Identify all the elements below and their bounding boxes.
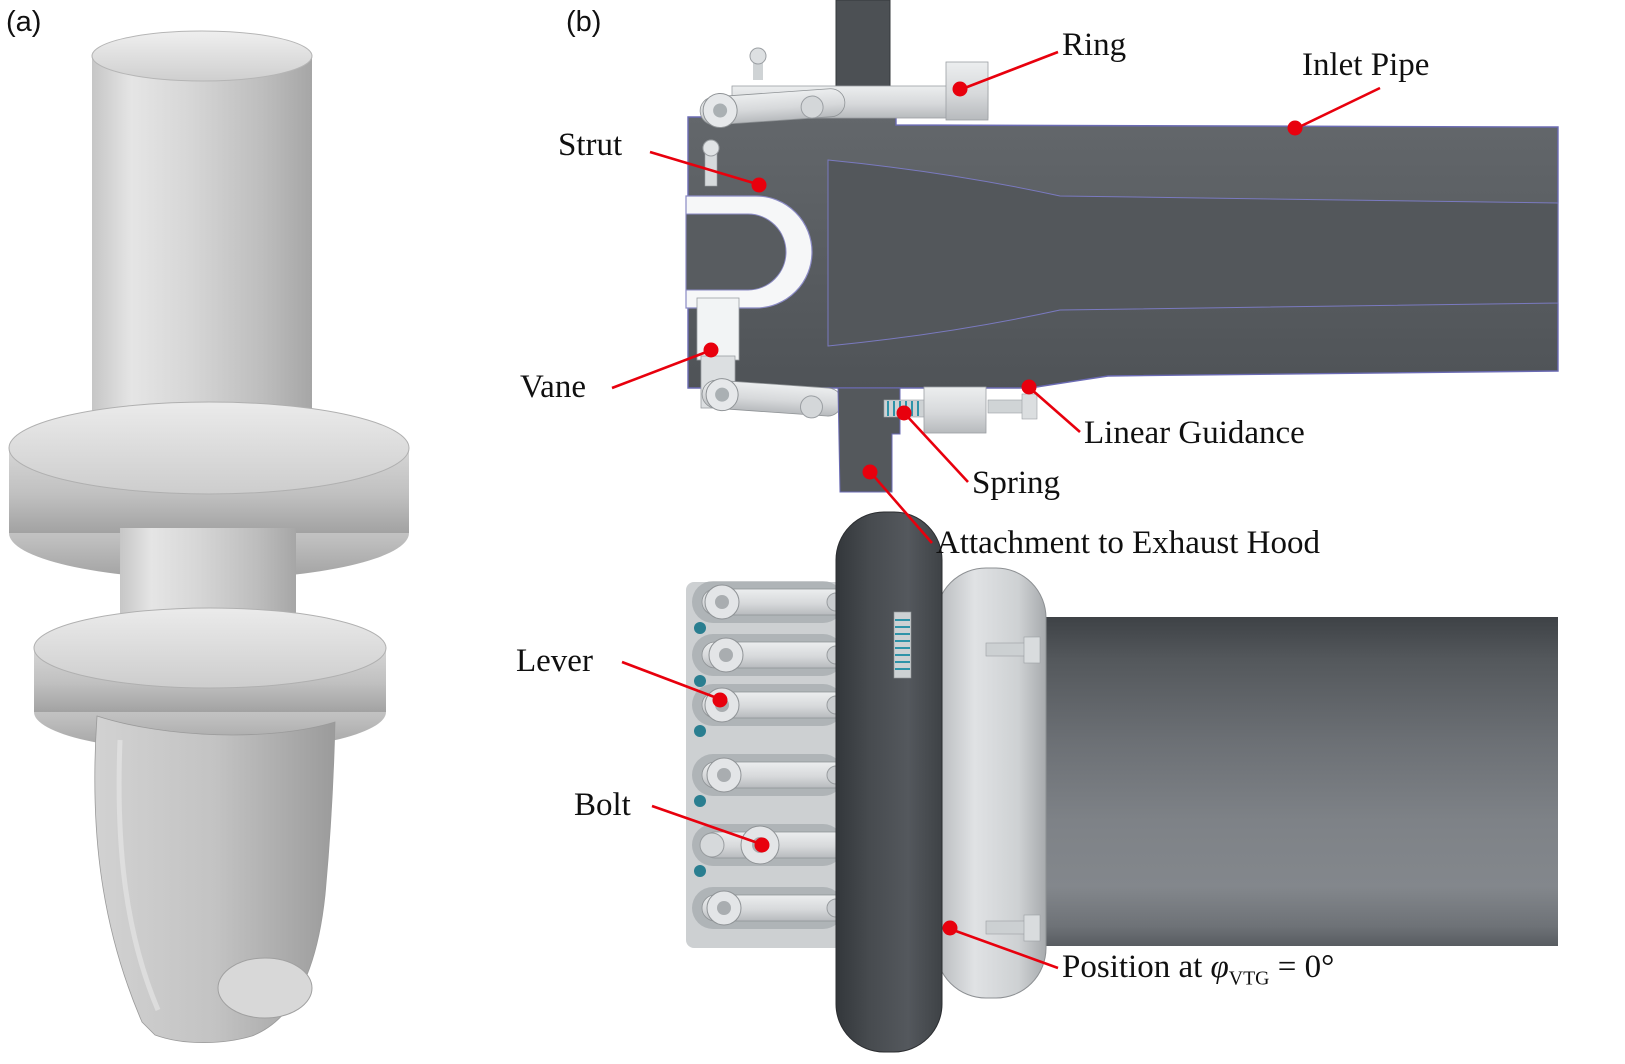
upper-screw-head (749, 47, 767, 65)
leader-lines (611, 50, 1381, 970)
phi-symbol: φ (1210, 949, 1229, 985)
linear-guidance-block (923, 386, 987, 434)
panel-b-external-view (686, 511, 1558, 1053)
upper-lever-pin (713, 103, 728, 118)
vane-blade-foot (217, 957, 313, 1019)
attachment-leader-line (871, 473, 933, 544)
anchor-dots (703, 81, 1303, 936)
label-strut: Strut (558, 127, 623, 163)
upper-flange-top (8, 401, 410, 495)
panel-a-tag: (a) (6, 6, 42, 38)
strut-leader-line (649, 150, 758, 186)
lower-lever-link (799, 395, 823, 419)
guidance-bolt-head (1021, 393, 1038, 420)
vane-anchor-dot (703, 342, 719, 358)
spring-anchor-dot (896, 405, 912, 421)
vane-leader-line (611, 349, 710, 390)
lever-leader-line (621, 660, 718, 700)
bolt-anchor-dot (754, 837, 770, 853)
ring-anchor-dot (952, 81, 968, 97)
lever-assembly (692, 581, 849, 634)
blade-highlight (116, 739, 161, 1011)
inlet-pipe-leader-line (1296, 86, 1381, 130)
label-linear-guidance: Linear Guidance (1084, 415, 1305, 451)
phi-subscript: VTG (1228, 967, 1270, 990)
vane-shaft-top-face (91, 30, 313, 82)
upper-lever-link (800, 95, 824, 119)
panel-b-tag: (b) (566, 6, 602, 38)
vane-shaft (92, 55, 312, 470)
upper-lever (699, 88, 846, 128)
upper-screw-shaft (753, 58, 763, 80)
label-inlet-pipe: Inlet Pipe (1302, 47, 1430, 83)
lever-anchor-dot (712, 692, 728, 708)
label-position-at-phi-vtg: Position at φVTG = 0° (1062, 950, 1334, 989)
lower-flange-top (33, 607, 387, 689)
panel-b-section-view (685, 0, 1559, 493)
lever-assembly (692, 887, 849, 929)
flange-disk (835, 511, 943, 1053)
inlet-pipe-anchor-dot (1287, 120, 1303, 136)
guidance-bolt-shaft (987, 399, 1027, 414)
label-lever: Lever (516, 643, 593, 679)
linear-guidance-anchor-dot (1021, 379, 1037, 395)
position-suffix: = 0° (1269, 949, 1335, 985)
nose-cone (685, 213, 787, 291)
panel-a-vane-render (8, 30, 410, 1043)
lever-assembly (692, 754, 849, 807)
strut-anchor-dot (751, 177, 767, 193)
attachment-anchor-dot (862, 464, 878, 480)
ring-bottom-bolt (985, 914, 1041, 942)
label-attachment-to-exhaust-hood: Attachment to Exhaust Hood (936, 525, 1321, 561)
lower-lever-pin (715, 387, 730, 402)
spring-leader-line (905, 414, 969, 483)
ring-leader-line (961, 50, 1059, 91)
bolt-leader-line (651, 804, 759, 845)
lower-lever (701, 378, 843, 419)
label-spring: Spring (972, 465, 1061, 501)
position-leader-line (952, 928, 1059, 970)
strut-pin-head (702, 139, 720, 157)
linear-guidance-leader-line (1030, 388, 1081, 433)
threaded-rod-threads (895, 619, 910, 670)
label-vane: Vane (520, 369, 586, 405)
position-prefix: Position at (1062, 949, 1211, 985)
label-ring: Ring (1062, 27, 1127, 63)
position-anchor-dot (942, 920, 958, 936)
ring-top-bolt (985, 636, 1041, 664)
inner-duct (827, 159, 1559, 347)
label-bolt: Bolt (574, 787, 631, 823)
